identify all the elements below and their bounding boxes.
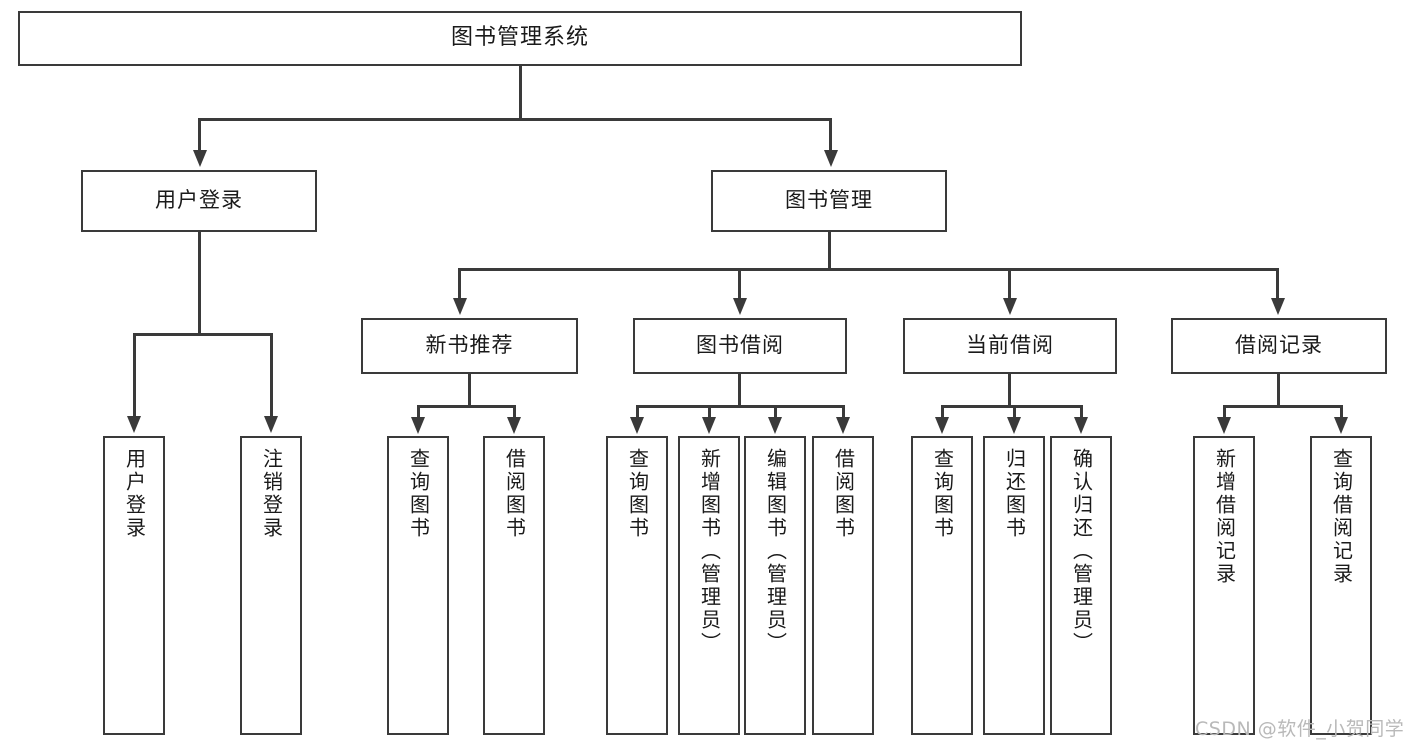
leaf-node-新增图书-管理员[interactable]: 新增图书（管理员） (678, 436, 740, 735)
connector-借阅记录-bus (1223, 405, 1341, 408)
connector-图书借阅-drop-4 (842, 405, 845, 419)
connector-当前借阅-drop-2 (1013, 405, 1016, 419)
arrow-to-leaf-用户登录 (127, 416, 141, 433)
connector-借阅记录-drop-2 (1340, 405, 1343, 419)
arrow-to-leaf-新增图书 (702, 417, 716, 434)
connector-root-drop-1 (198, 118, 201, 152)
connector-当前借阅-stem (1008, 374, 1011, 407)
arrow-to-leaf-查询图书-2 (630, 417, 644, 434)
leaf-node-用户登录[interactable]: 用户登录 (103, 436, 165, 735)
connector-用户登录-drop-2 (270, 333, 273, 418)
connector-当前借阅-drop-3 (1080, 405, 1083, 419)
leaf-node-新增借阅记录[interactable]: 新增借阅记录 (1193, 436, 1255, 735)
connector-图书借阅-drop-3 (774, 405, 777, 419)
connector-图书管理-bus (458, 268, 1278, 271)
node-图书管理[interactable]: 图书管理 (711, 170, 947, 232)
arrow-to-leaf-查询图书-3 (935, 417, 949, 434)
leaf-node-借阅图书-图书借阅[interactable]: 借阅图书 (812, 436, 874, 735)
leaf-node-归还图书[interactable]: 归还图书 (983, 436, 1045, 735)
leaf-label: 注销登录 (259, 448, 284, 540)
leaf-node-编辑图书-管理员[interactable]: 编辑图书（管理员） (744, 436, 806, 735)
leaf-label: 查询借阅记录 (1329, 448, 1354, 586)
arrow-to-leaf-查询图书-1 (411, 417, 425, 434)
arrow-to-leaf-新增借阅记录 (1217, 417, 1231, 434)
leaf-node-查询图书-当前借阅[interactable]: 查询图书 (911, 436, 973, 735)
arrow-to-leaf-查询借阅记录 (1334, 417, 1348, 434)
connector-用户登录-drop-1 (133, 333, 136, 418)
node-当前借阅[interactable]: 当前借阅 (903, 318, 1117, 374)
leaf-node-查询图书-新书推荐[interactable]: 查询图书 (387, 436, 449, 735)
leaf-label: 查询图书 (930, 448, 955, 540)
node-图书借阅[interactable]: 图书借阅 (633, 318, 847, 374)
connector-root-stem (519, 66, 522, 120)
arrow-to-图书管理 (823, 150, 838, 167)
connector-root-drop-2 (829, 118, 832, 152)
connector-借阅记录-drop-1 (1223, 405, 1226, 419)
connector-新书推荐-drop-1 (417, 405, 420, 419)
arrow-to-leaf-确认归还 (1074, 417, 1088, 434)
leaf-label: 查询图书 (625, 448, 650, 540)
csdn-watermark: CSDN @软件_小贺同学 (1195, 718, 1405, 740)
leaf-label: 用户登录 (122, 448, 147, 540)
connector-新书推荐-drop-2 (513, 405, 516, 419)
connector-用户登录-bus (133, 333, 272, 336)
leaf-label: 新增借阅记录 (1212, 448, 1237, 586)
arrow-to-图书借阅 (732, 298, 747, 315)
leaf-label: 确认归还（管理员） (1069, 448, 1094, 655)
leaf-node-查询借阅记录[interactable]: 查询借阅记录 (1310, 436, 1372, 735)
arrow-to-借阅记录 (1270, 298, 1285, 315)
leaf-node-借阅图书-新书推荐[interactable]: 借阅图书 (483, 436, 545, 735)
connector-用户登录-stem (198, 232, 201, 335)
connector-图书管理-drop-4 (1276, 268, 1279, 300)
connector-图书借阅-drop-2 (708, 405, 711, 419)
connector-图书借阅-stem (738, 374, 741, 407)
arrow-to-当前借阅 (1002, 298, 1017, 315)
arrow-to-leaf-编辑图书 (768, 417, 782, 434)
connector-图书管理-drop-3 (1008, 268, 1011, 300)
connector-借阅记录-stem (1277, 374, 1280, 407)
node-借阅记录[interactable]: 借阅记录 (1171, 318, 1387, 374)
connector-图书借阅-bus (636, 405, 843, 408)
connector-图书管理-drop-1 (458, 268, 461, 300)
node-新书推荐[interactable]: 新书推荐 (361, 318, 578, 374)
connector-新书推荐-stem (468, 374, 471, 407)
connector-图书借阅-drop-1 (636, 405, 639, 419)
leaf-label: 查询图书 (406, 448, 431, 540)
arrow-to-leaf-借阅图书-2 (836, 417, 850, 434)
node-root-图书管理系统[interactable]: 图书管理系统 (18, 11, 1022, 66)
connector-新书推荐-bus (417, 405, 515, 408)
connector-图书管理-stem (828, 232, 831, 270)
arrow-to-新书推荐 (452, 298, 467, 315)
leaf-label: 借阅图书 (502, 448, 527, 540)
leaf-label: 新增图书（管理员） (697, 448, 722, 655)
connector-当前借阅-drop-1 (941, 405, 944, 419)
arrow-to-leaf-注销登录 (264, 416, 278, 433)
leaf-label: 借阅图书 (831, 448, 856, 540)
leaf-node-查询图书-图书借阅[interactable]: 查询图书 (606, 436, 668, 735)
leaf-label: 归还图书 (1002, 448, 1027, 540)
leaf-label: 编辑图书（管理员） (763, 448, 788, 655)
arrow-to-leaf-归还图书 (1007, 417, 1021, 434)
leaf-node-注销登录[interactable]: 注销登录 (240, 436, 302, 735)
connector-root-bus (198, 118, 832, 121)
connector-当前借阅-bus (941, 405, 1080, 408)
arrow-to-leaf-借阅图书-1 (507, 417, 521, 434)
connector-图书管理-drop-2 (738, 268, 741, 300)
node-用户登录[interactable]: 用户登录 (81, 170, 317, 232)
leaf-node-确认归还-管理员[interactable]: 确认归还（管理员） (1050, 436, 1112, 735)
arrow-to-用户登录 (192, 150, 207, 167)
